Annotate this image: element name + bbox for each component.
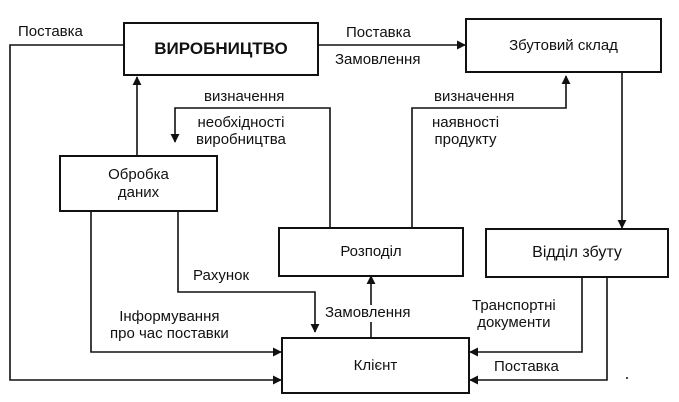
node-sales-department: Відділ збуту [485, 228, 669, 278]
label-transport-documents: Транспортні документи [472, 297, 556, 331]
node-sales-warehouse-label: Збутовий склад [509, 36, 618, 54]
label-production-needs-line2: виробництва [196, 130, 286, 148]
node-distribution-label: Розподіл [340, 243, 402, 261]
arrow-transport-docs [469, 277, 583, 357]
node-client-label: Клієнт [353, 356, 398, 374]
label-delivery-time-info: Інформування про час поставки [110, 308, 229, 342]
label-product-availability-line1: наявності [432, 114, 500, 131]
node-data-processing-label-line2: даних [117, 183, 160, 201]
label-supply-top: Поставка [346, 24, 411, 41]
label-orders-bottom: Замовлення [325, 304, 411, 322]
label-determination-right: визначення [434, 88, 515, 105]
node-production: ВИРОБНИЦТВО [123, 22, 319, 76]
label-transport-documents-line2: документи [477, 313, 551, 331]
node-production-label: ВИРОБНИЦТВО [154, 39, 288, 59]
label-delivery-time-info-line1: Інформування [119, 308, 220, 325]
node-sales-warehouse: Збутовий склад [465, 18, 662, 73]
label-invoice: Рахунок [193, 267, 250, 284]
node-sales-department-label: Відділ збуту [532, 243, 622, 261]
stray-dot [626, 377, 628, 379]
label-delivery-time-info-line2: про час поставки [110, 324, 229, 342]
arrow-supply-left [9, 44, 282, 385]
node-data-processing: Обробка даних [59, 155, 218, 212]
label-production-needs: необхідності виробництва [196, 114, 286, 148]
node-client: Клієнт [281, 337, 470, 394]
arrow-distribution-to-warehouse [411, 75, 571, 227]
label-orders-top: Замовлення [335, 51, 421, 68]
arrow-distribution-to-production-needs [170, 107, 331, 227]
node-data-processing-label-line1: Обробка [108, 166, 169, 184]
label-transport-documents-line1: Транспортні [472, 297, 556, 314]
label-determination-left: визначення [204, 88, 285, 105]
label-product-availability: наявності продукту [432, 114, 500, 148]
arrow-delivery-info [90, 212, 282, 357]
node-distribution: Розподіл [278, 227, 464, 277]
label-product-availability-line2: продукту [434, 130, 497, 148]
arrow-invoice [177, 212, 320, 333]
label-supply-bottom: Поставка [494, 358, 559, 375]
label-production-needs-line1: необхідності [197, 114, 285, 131]
label-supply-left: Поставка [18, 23, 83, 40]
arrow-supply-bottom [469, 277, 608, 385]
